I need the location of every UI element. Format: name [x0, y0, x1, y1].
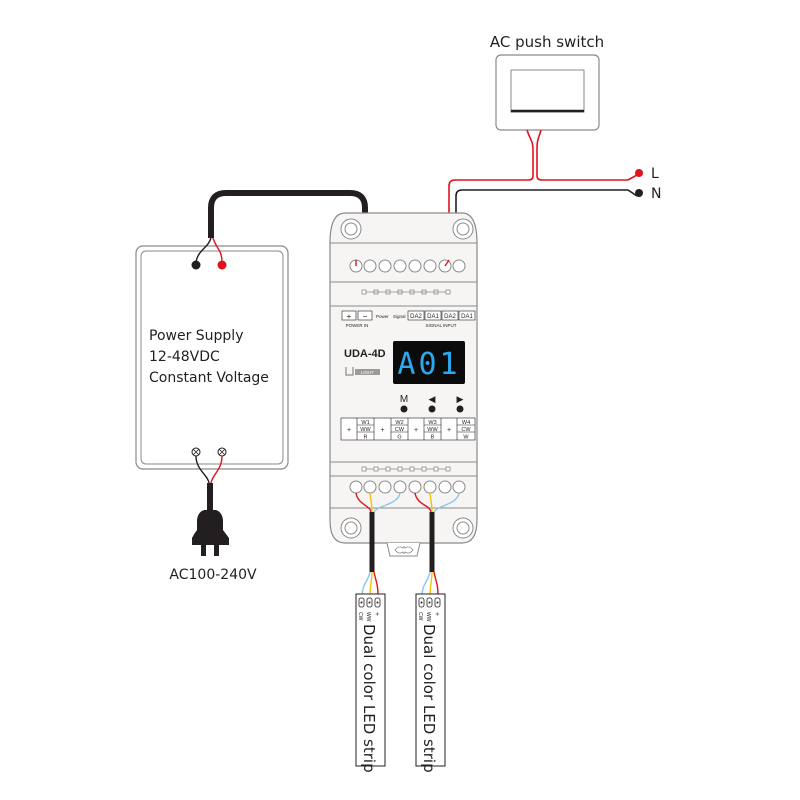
- led-strip-2: [415, 593, 446, 767]
- signal-da1-b: DA1: [461, 314, 473, 320]
- signal-label: Signal: [393, 314, 406, 319]
- ac-push-switch: [495, 54, 600, 131]
- output-channel-3: + W3 WW B: [414, 420, 439, 441]
- output-mode: WW: [427, 427, 438, 433]
- output-mode: WW: [360, 427, 371, 433]
- strip-pin-ww: WW: [365, 612, 371, 622]
- power-in-plus: +: [347, 312, 352, 321]
- left-button-label: ◀: [429, 394, 436, 404]
- output-channel-2: + W2 CW G: [380, 420, 404, 441]
- output-plus: +: [380, 427, 384, 434]
- led-display: [393, 341, 465, 384]
- live-label: L: [651, 166, 659, 182]
- live-terminal: [635, 169, 643, 177]
- switch-wires: [448, 129, 638, 260]
- led-strip-1: [355, 593, 386, 767]
- output-color: R: [364, 435, 368, 441]
- output-color: W: [463, 435, 469, 441]
- power-label: Power: [376, 314, 389, 319]
- signal-input-label: SIGNAL INPUT: [425, 323, 456, 328]
- output-plus: +: [347, 427, 351, 434]
- brand-text: LIGHT: [361, 370, 375, 375]
- brand-logo: [345, 367, 380, 376]
- power-supply-voltage: 12-48VDC: [149, 349, 220, 365]
- bottom-led-row: [361, 466, 451, 472]
- power-in-label: POWER IN: [346, 323, 369, 328]
- strip-cable-1: [355, 492, 401, 597]
- power-supply-type: Constant Voltage: [149, 370, 269, 386]
- signal-terminal-boxes: [407, 310, 476, 321]
- psu-negative-terminal: [191, 260, 201, 270]
- power-in-labels: [341, 310, 373, 321]
- display-readout: A01: [397, 347, 460, 382]
- ac-plug-cable: [195, 455, 223, 512]
- power-supply-title: Power Supply: [149, 328, 244, 344]
- output-channel-1: + W1 WW R: [347, 420, 372, 441]
- output-color: G: [397, 435, 401, 441]
- strip-label: Dual color LED strip: [420, 624, 438, 773]
- strip-cable-2: [414, 492, 460, 597]
- switch-label: AC push switch: [490, 33, 604, 51]
- model-label: UDA-4D: [344, 348, 386, 360]
- signal-da1-a: DA1: [427, 314, 439, 320]
- signal-da2-b: DA2: [444, 314, 456, 320]
- right-button-label: ▶: [457, 394, 464, 404]
- power-in-minus: −: [363, 312, 368, 321]
- mode-button[interactable]: [400, 405, 408, 413]
- ac-plug-icon: [192, 510, 229, 556]
- output-mode: CW: [395, 427, 405, 433]
- signal-da2-a: DA2: [410, 314, 422, 320]
- output-plus: +: [447, 427, 451, 434]
- output-mode: CW: [461, 427, 471, 433]
- strip-pin-plus: +: [373, 612, 380, 616]
- output-channel-4: + W4 CW W: [447, 420, 471, 441]
- left-button[interactable]: [428, 405, 436, 413]
- right-button[interactable]: [456, 405, 464, 413]
- output-label-table: [340, 417, 476, 441]
- neutral-terminal: [635, 189, 643, 197]
- neutral-label: N: [651, 186, 661, 202]
- output-plus: +: [414, 427, 418, 434]
- output-channel: W2: [395, 420, 403, 426]
- mode-button-label: M: [400, 394, 408, 405]
- strip-pin-cw: CW: [357, 612, 363, 621]
- ac-input-label: AC100-240V: [169, 567, 257, 583]
- strip-pin-ww: WW: [425, 612, 431, 622]
- strip-label: Dual color LED strip: [360, 624, 378, 773]
- bottom-terminal-block: [349, 480, 466, 494]
- power-supply: [135, 245, 289, 470]
- top-terminal-block: [349, 259, 466, 273]
- output-channel: W4: [462, 420, 470, 426]
- top-led-row: [361, 289, 451, 295]
- signal-live-wire: [444, 259, 450, 267]
- strip-pin-cw: CW: [417, 612, 423, 621]
- psu-positive-terminal: [217, 260, 227, 270]
- output-channel: W3: [428, 420, 436, 426]
- strip-pin-plus: +: [433, 612, 440, 616]
- output-color: B: [431, 435, 435, 441]
- output-channel: W1: [361, 420, 369, 426]
